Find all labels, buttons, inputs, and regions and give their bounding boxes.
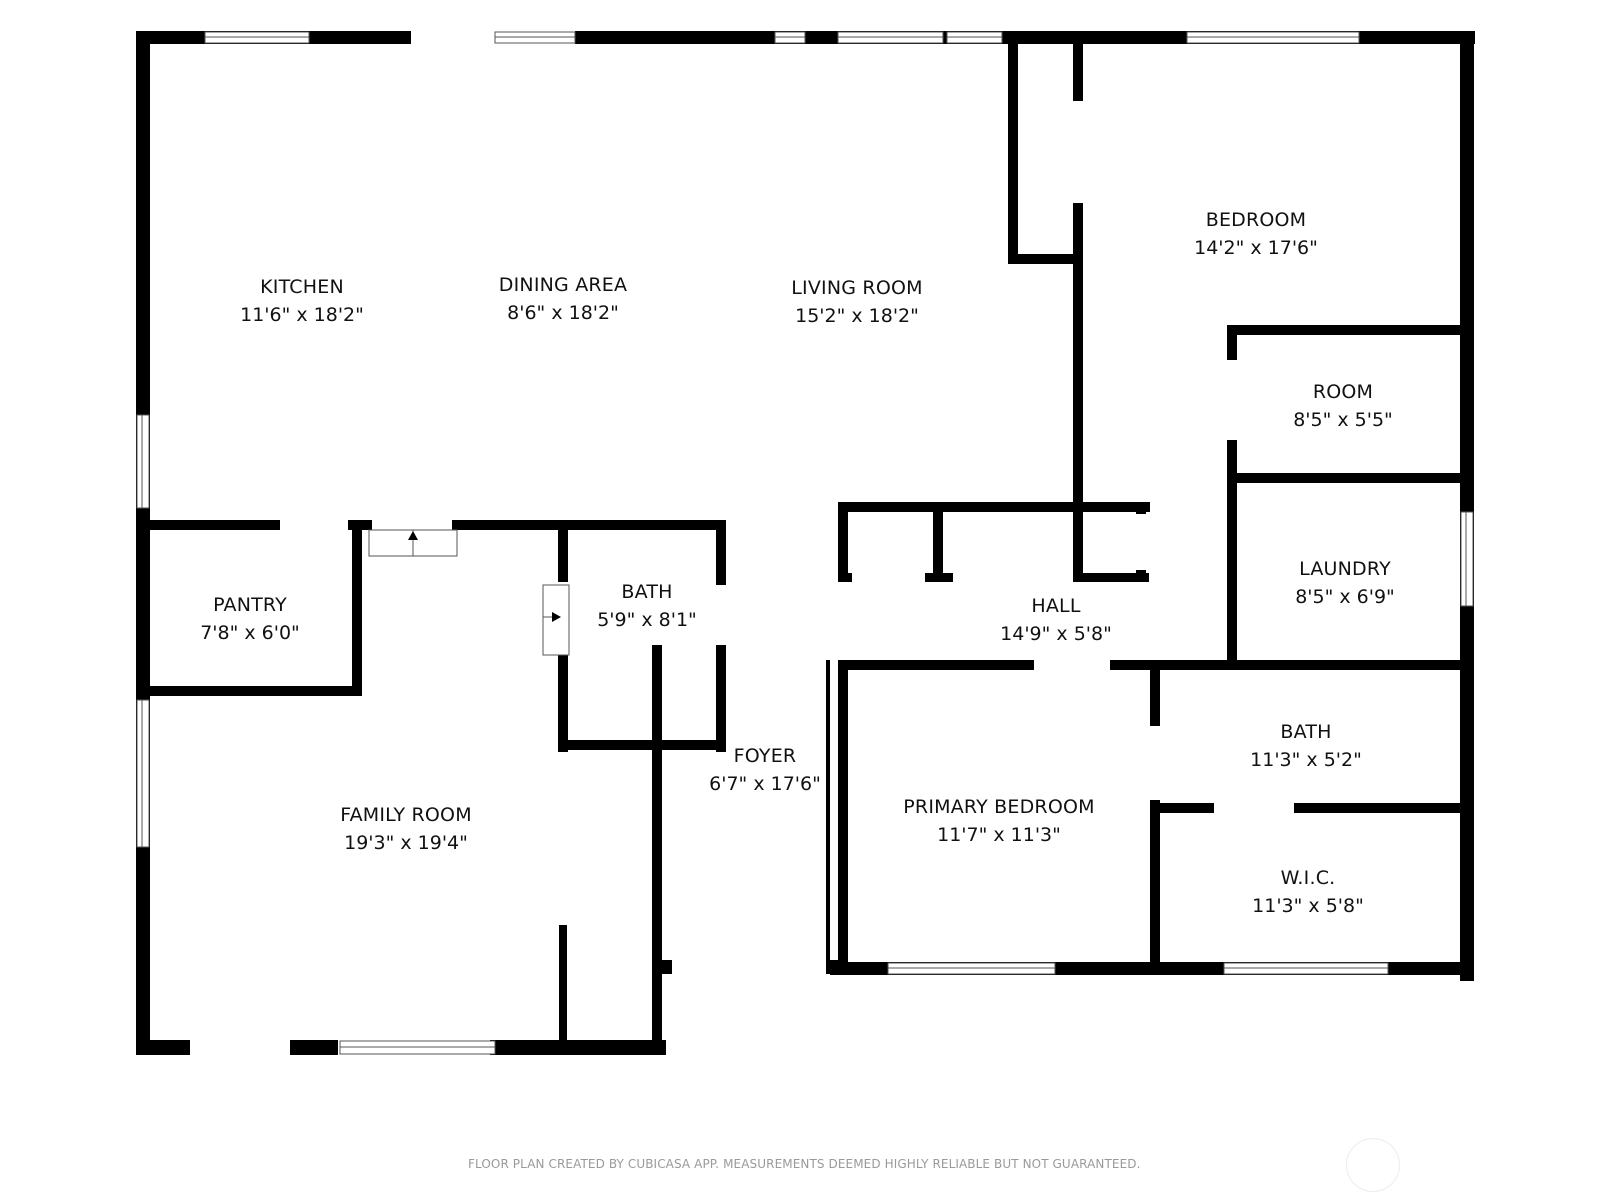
room-dimensions: 8'6" x 18'2"	[507, 302, 619, 324]
room-primary-bedroom: PRIMARY BEDROOM 11'7" x 11'3"	[903, 793, 1094, 849]
room-room: ROOM 8'5" x 5'5"	[1293, 378, 1393, 434]
room-dimensions: 7'8" x 6'0"	[200, 622, 300, 644]
room-name: FAMILY ROOM	[340, 804, 472, 826]
room-dimensions: 5'9" x 8'1"	[597, 609, 697, 631]
room-name: BATH	[1280, 721, 1332, 743]
room-name: BEDROOM	[1205, 209, 1307, 231]
room-dimensions: 11'3" x 5'8"	[1252, 895, 1364, 917]
room-pantry: PANTRY 7'8" x 6'0"	[200, 591, 300, 647]
room-dining-area: DINING AREA 8'6" x 18'2"	[499, 271, 627, 327]
room-kitchen: KITCHEN 11'6" x 18'2"	[240, 273, 364, 329]
room-name: LAUNDRY	[1299, 558, 1391, 580]
room-wic: W.I.C. 11'3" x 5'8"	[1252, 864, 1364, 920]
room-name: ROOM	[1312, 381, 1374, 403]
room-bath-1: BATH 5'9" x 8'1"	[597, 578, 697, 634]
room-family-room: FAMILY ROOM 19'3" x 19'4"	[340, 801, 472, 857]
room-name: PRIMARY BEDROOM	[903, 796, 1095, 818]
compass-icon	[1346, 1138, 1400, 1192]
room-dimensions: 8'5" x 5'5"	[1293, 409, 1393, 431]
room-dimensions: 11'7" x 11'3"	[937, 824, 1061, 846]
room-dimensions: 8'5" x 6'9"	[1295, 586, 1395, 608]
room-dimensions: 19'3" x 19'4"	[344, 832, 468, 854]
room-dimensions: 11'6" x 18'2"	[240, 304, 364, 326]
room-dimensions: 14'9" x 5'8"	[1000, 623, 1112, 645]
room-dimensions: 11'3" x 5'2"	[1250, 749, 1362, 771]
room-name: LIVING ROOM	[791, 277, 923, 299]
room-name: KITCHEN	[260, 276, 344, 298]
room-bedroom: BEDROOM 14'2" x 17'6"	[1194, 206, 1318, 262]
room-foyer: FOYER 6'7" x 17'6"	[709, 742, 821, 798]
room-dimensions: 15'2" x 18'2"	[795, 305, 919, 327]
room-name: HALL	[1031, 595, 1081, 617]
room-living-room: LIVING ROOM 15'2" x 18'2"	[791, 274, 922, 330]
room-name: PANTRY	[213, 594, 287, 616]
room-name: FOYER	[733, 745, 797, 767]
room-bath-2: BATH 11'3" x 5'2"	[1250, 718, 1362, 774]
room-hall: HALL 14'9" x 5'8"	[1000, 592, 1112, 648]
disclaimer-text: FLOOR PLAN CREATED BY CUBICASA APP. MEAS…	[468, 1157, 1141, 1171]
room-name: DINING AREA	[498, 274, 628, 296]
room-laundry: LAUNDRY 8'5" x 6'9"	[1295, 555, 1395, 611]
windows	[136, 31, 1474, 1055]
room-name: W.I.C.	[1280, 867, 1336, 889]
room-dimensions: 14'2" x 17'6"	[1194, 237, 1318, 259]
room-name: BATH	[621, 581, 673, 603]
room-dimensions: 6'7" x 17'6"	[709, 773, 821, 795]
